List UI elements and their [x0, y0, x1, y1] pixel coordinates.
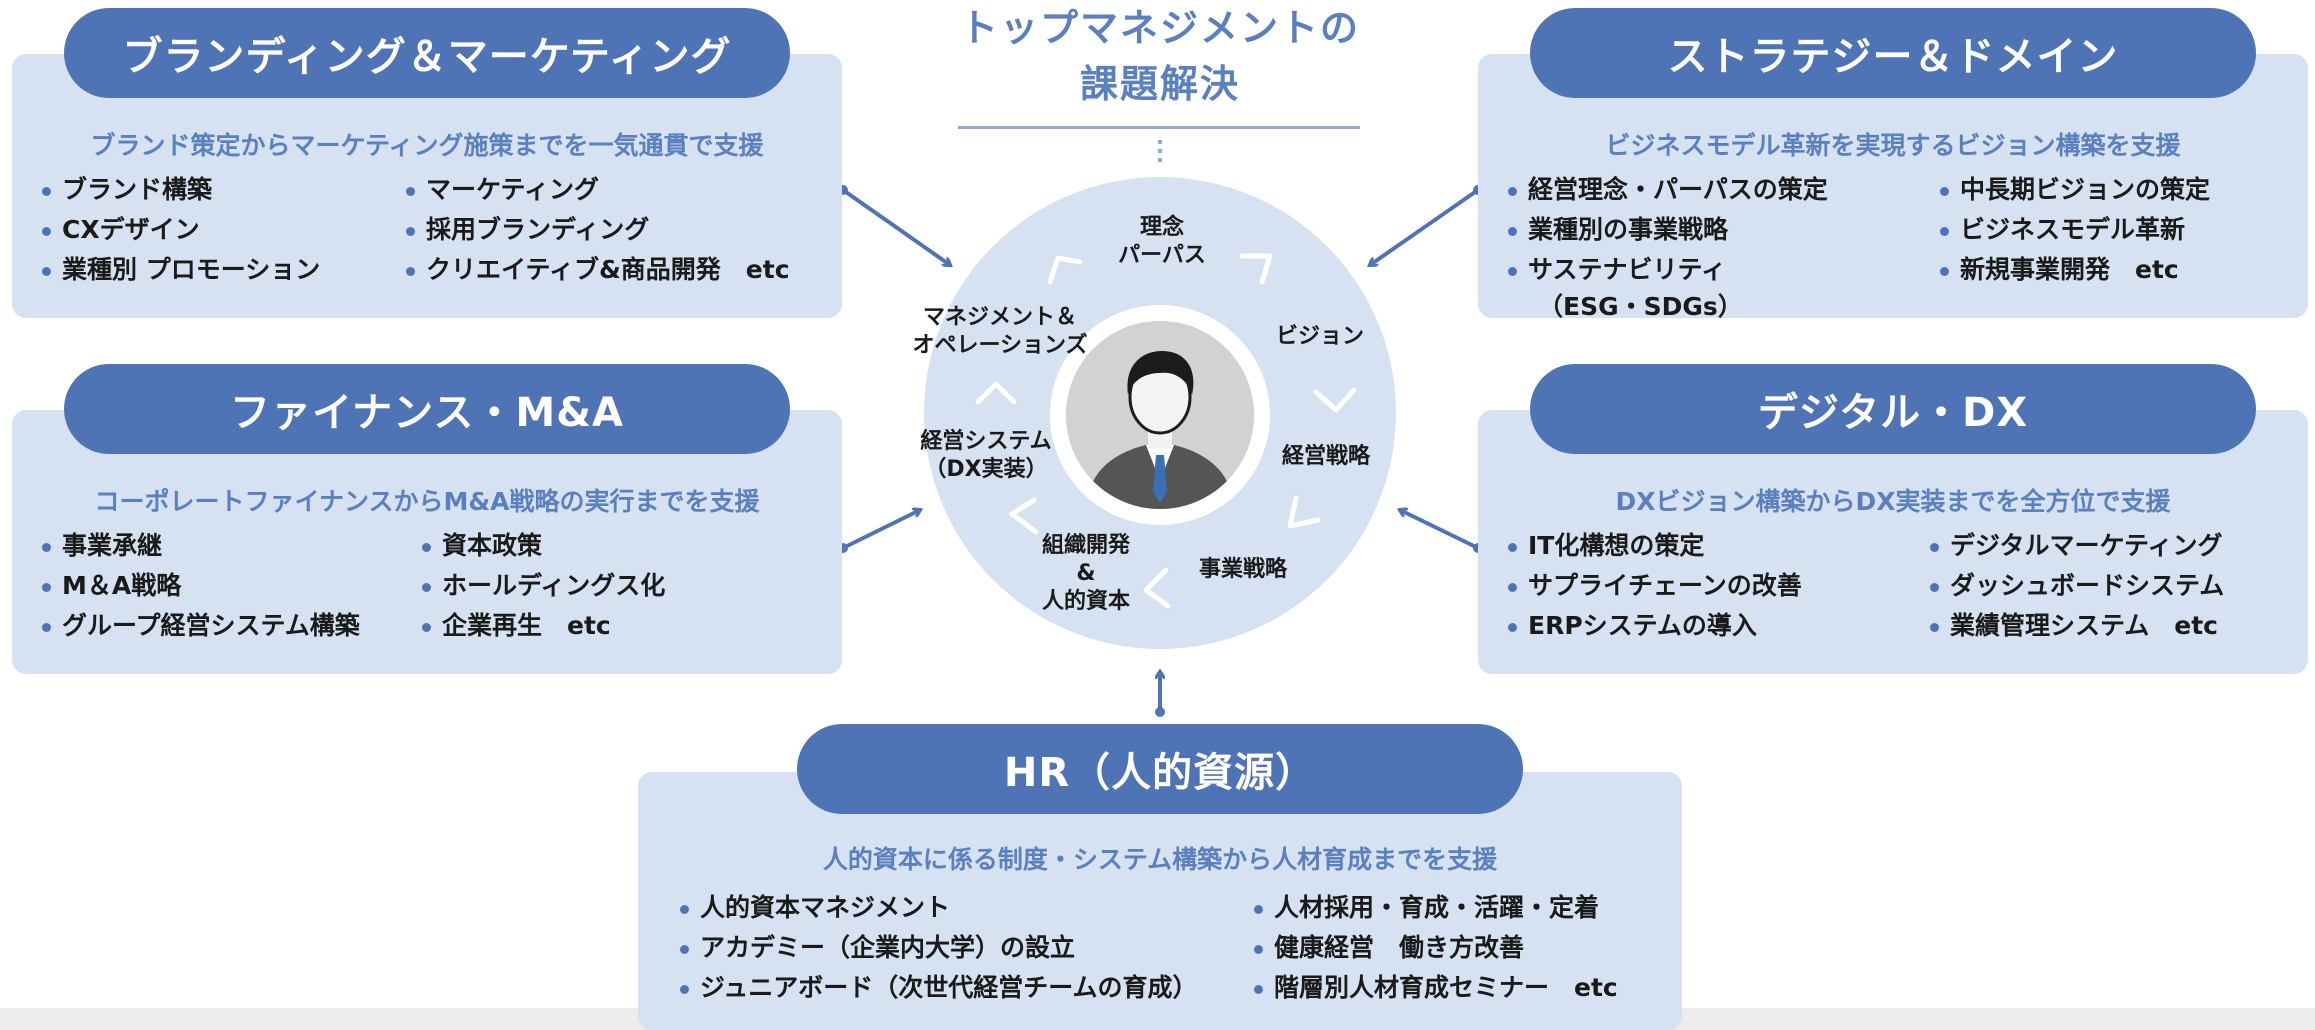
card-branding-marketing: ブランド策定からマーケティング施策までを一気通貫で支援 ブランド構築 CXデザイ…	[12, 54, 842, 318]
list-item: 人的資本マネジメント	[680, 888, 1198, 928]
arrow-digital	[1400, 510, 1479, 550]
list-item: 資本政策	[422, 526, 665, 566]
hr-title: HR（人的資源）	[797, 724, 1523, 814]
ring-label-vision: ビジョン	[1275, 324, 1365, 349]
list-item: ERPシステムの導入	[1508, 606, 1802, 646]
ring-label-business-strategy: 事業戦略	[1198, 557, 1288, 582]
list-item: 新規事業開発 etc	[1940, 250, 2210, 290]
list-item: 中長期ビジョンの策定	[1940, 170, 2210, 210]
digital-title: デジタル・DX	[1530, 364, 2256, 454]
arrow-branding	[841, 188, 950, 265]
list-item: IT化構想の策定	[1508, 526, 1802, 566]
center-title: トップマネジメントの 課題解決	[900, 0, 1420, 112]
card-hr: 人的資本に係る制度・システム構築から人材育成までを支援 人的資本マネジメント ア…	[638, 772, 1682, 1030]
list-item: M＆A戦略	[42, 566, 360, 606]
ring-label-philosophy: 理念 パーパス	[1118, 215, 1206, 268]
center-title-line1: トップマネジメントの	[959, 6, 1360, 50]
center-title-line2: 課題解決	[1079, 62, 1240, 106]
digital-subtitle: DXビジョン構築からDX実装までを全方位で支援	[1615, 487, 2171, 516]
list-item: ダッシュボードシステム	[1930, 566, 2224, 606]
strategy-list-left: 経営理念・パーパスの策定 業種別の事業戦略 サステナビリティ （ESG・SDGs…	[1508, 170, 1828, 324]
ring-label-management-strategy: 経営戦略	[1281, 444, 1371, 469]
branding-title: ブランディング＆マーケティング	[64, 8, 790, 98]
list-item: サプライチェーンの改善	[1508, 566, 1802, 606]
finance-subtitle: コーポレートファイナンスからM&A戦略の実行までを支援	[94, 487, 760, 516]
arrow-strategy	[1370, 188, 1480, 265]
list-item: 経営理念・パーパスの策定	[1508, 170, 1828, 210]
strategy-list-right: 中長期ビジョンの策定 ビジネスモデル革新 新規事業開発 etc	[1940, 170, 2210, 290]
list-item: アカデミー（企業内大学）の設立	[680, 928, 1198, 968]
list-item: クリエイティブ&商品開発 etc	[406, 250, 790, 290]
ring-label-management-system: 経営システム （DX実装）	[920, 429, 1052, 482]
list-item: ブランド構築	[42, 170, 320, 210]
list-item: 業種別 プロモーション	[42, 250, 320, 290]
list-item: サステナビリティ	[1508, 250, 1828, 290]
list-item: 事業承継	[42, 526, 360, 566]
hr-subtitle: 人的資本に係る制度・システム構築から人材育成までを支援	[822, 845, 1498, 874]
finance-list-right: 資本政策 ホールディングス化 企業再生 etc	[422, 526, 665, 646]
card-digital-dx: DXビジョン構築からDX実装までを全方位で支援 IT化構想の策定 サプライチェー…	[1478, 410, 2308, 674]
finance-list-left: 事業承継 M＆A戦略 グループ経営システム構築	[42, 526, 360, 646]
list-item: ジュニアボード（次世代経営チームの育成）	[680, 968, 1198, 1008]
executive-avatar-icon	[1066, 321, 1254, 509]
ring-label-operations: マネジメント＆ オペレーションズ	[912, 305, 1088, 358]
list-item: 業績管理システム etc	[1930, 606, 2224, 646]
list-item: 人材採用・育成・活躍・定着	[1254, 888, 1618, 928]
digital-list-left: IT化構想の策定 サプライチェーンの改善 ERPシステムの導入	[1508, 526, 1802, 646]
finance-title: ファイナンス・M&A	[64, 364, 790, 454]
branding-list-right: マーケティング 採用ブランディング クリエイティブ&商品開発 etc	[406, 170, 790, 290]
digital-list-right: デジタルマーケティング ダッシュボードシステム 業績管理システム etc	[1930, 526, 2224, 646]
list-item-continuation: （ESG・SDGs）	[1538, 292, 1743, 321]
dotted-connector	[1158, 140, 1162, 166]
list-item: 採用ブランディング	[406, 210, 790, 250]
branding-subtitle: ブランド策定からマーケティング施策までを一気通貫で支援	[90, 131, 764, 160]
card-finance-ma: コーポレートファイナンスからM&A戦略の実行までを支援 事業承継 M＆A戦略 グ…	[12, 410, 842, 674]
hr-list-left: 人的資本マネジメント アカデミー（企業内大学）の設立 ジュニアボード（次世代経営…	[680, 888, 1198, 1008]
list-item: CXデザイン	[42, 210, 320, 250]
ring-label-org-development: 組織開発 & 人的資本	[1041, 533, 1131, 614]
list-item: グループ経営システム構築	[42, 606, 360, 646]
branding-list-left: ブランド構築 CXデザイン 業種別 プロモーション	[42, 170, 320, 290]
list-item: マーケティング	[406, 170, 790, 210]
list-item: 階層別人材育成セミナー etc	[1254, 968, 1618, 1008]
list-item: ホールディングス化	[422, 566, 665, 606]
list-item: 業種別の事業戦略	[1508, 210, 1828, 250]
strategy-subtitle: ビジネスモデル革新を実現するビジョン構築を支援	[1605, 131, 2181, 160]
list-item: デジタルマーケティング	[1930, 526, 2224, 566]
list-item: 健康経営 働き方改善	[1254, 928, 1618, 968]
hr-list-right: 人材採用・育成・活躍・定着 健康経営 働き方改善 階層別人材育成セミナー etc	[1254, 888, 1618, 1008]
arrow-finance	[842, 510, 920, 550]
list-item: 企業再生 etc	[422, 606, 665, 646]
strategy-title: ストラテジー＆ドメイン	[1530, 8, 2256, 98]
card-strategy-domain: ビジネスモデル革新を実現するビジョン構築を支援 経営理念・パーパスの策定 業種別…	[1478, 54, 2308, 321]
list-item: ビジネスモデル革新	[1940, 210, 2210, 250]
center-title-rule	[958, 126, 1360, 129]
